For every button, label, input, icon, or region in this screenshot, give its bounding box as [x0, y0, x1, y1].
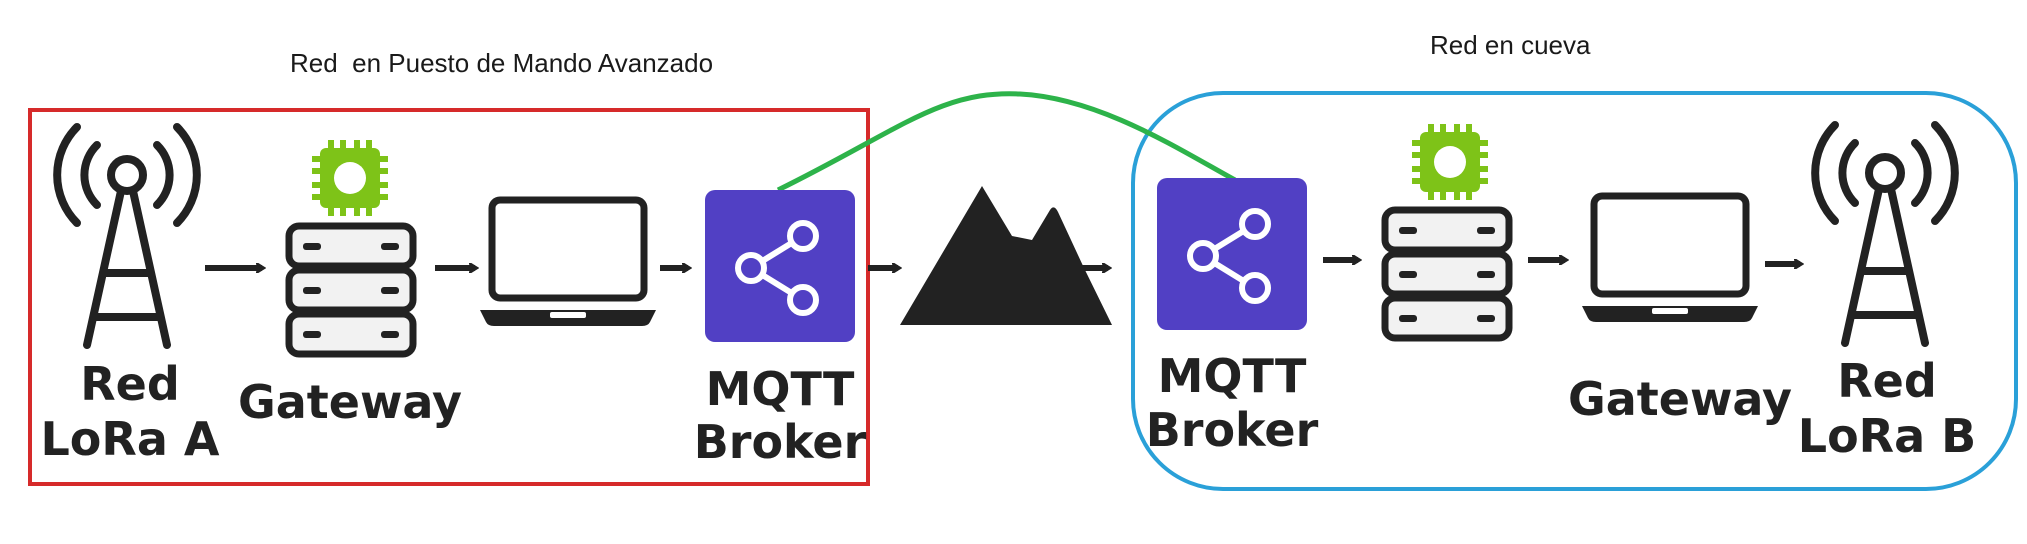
left-group-title: Red en Puesto de Mando Avanzado	[290, 48, 713, 78]
tower-b-label-line1: Red	[1837, 354, 1937, 408]
gateway-a-label: Gateway	[238, 375, 462, 429]
tower-a-label-line2: LoRa A	[41, 412, 220, 466]
antenna-tower-icon	[57, 127, 197, 345]
antenna-tower-icon	[1815, 125, 1955, 343]
gateway-b-label: Gateway	[1568, 372, 1792, 426]
chip-icon	[312, 140, 388, 216]
mqtt-broker-a-icon	[705, 190, 855, 342]
broker-b-label-line1: MQTT	[1158, 349, 1307, 403]
broker-b-label-line2: Broker	[1146, 403, 1319, 457]
left-group-border	[28, 108, 870, 486]
server-icon	[1385, 210, 1509, 338]
laptop-icon	[1582, 196, 1758, 322]
right-group-border	[1131, 91, 2018, 491]
mountain-icon	[900, 186, 1112, 325]
mqtt-broker-b-icon	[1157, 178, 1307, 330]
laptop-icon	[480, 200, 656, 326]
right-group-title: Red en cueva	[1430, 30, 1591, 60]
broker-link-line	[776, 91, 1237, 193]
tower-a-label-line1: Red	[80, 357, 180, 411]
chip-icon	[1412, 124, 1488, 200]
tower-b-label-line2: LoRa B	[1798, 409, 1976, 463]
broker-a-label-line2: Broker	[694, 415, 867, 469]
broker-a-label-line1: MQTT	[706, 362, 855, 416]
server-icon	[289, 226, 413, 354]
